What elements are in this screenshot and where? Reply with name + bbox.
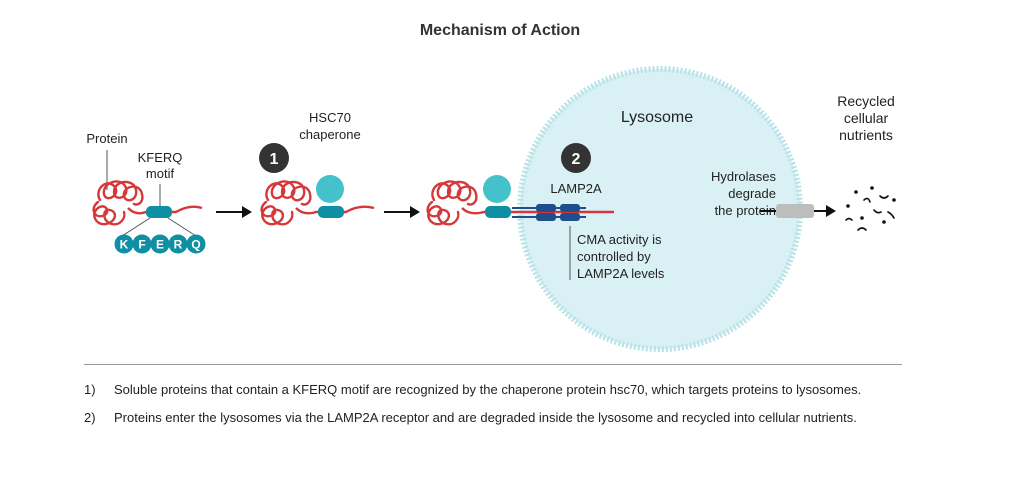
- hsc70-chaperone-3: [483, 175, 511, 203]
- motif-letter-bg: [150, 234, 170, 254]
- kferq-label-line2: motif: [146, 166, 175, 181]
- recycled-label-line1: Recycled: [837, 93, 895, 109]
- motif-letter-k: K: [120, 238, 129, 252]
- kferq-motif-block-3: [485, 206, 511, 218]
- cma-note-line2: controlled by: [577, 249, 651, 264]
- protein-tail-3: [461, 207, 614, 215]
- mechanism-diagram: Lysosome Protein KFERQ motif K F E R Q 1…: [86, 66, 896, 352]
- hydrolases-label-line1: Hydrolases: [711, 169, 777, 184]
- hydrolase-arrow: [760, 204, 836, 218]
- lamp2a-receptor: [536, 204, 556, 212]
- note-text: Proteins enter the lysosomes via the LAM…: [114, 410, 857, 425]
- motif-letter-bg: [168, 234, 188, 254]
- motif-expand-line-left: [121, 217, 151, 237]
- protein-coil-1: [92, 180, 144, 226]
- hydrolases-label-line3: the protein: [715, 203, 776, 218]
- notes-list: 1) Soluble proteins that contain a KFERQ…: [84, 380, 904, 436]
- note-item: 1) Soluble proteins that contain a KFERQ…: [84, 380, 904, 400]
- motif-letter-q: Q: [191, 238, 200, 252]
- motif-letters: K F E R Q: [114, 234, 206, 254]
- kferq-motif-block-1: [146, 206, 172, 218]
- hydrolases-label-line2: degrade: [728, 186, 776, 201]
- protein-coil-2: [260, 180, 312, 226]
- hsc70-chaperone-2: [316, 175, 344, 203]
- note-number: 2): [84, 410, 96, 425]
- note-text: Soluble proteins that contain a KFERQ mo…: [114, 382, 862, 397]
- recycled-label-line2: cellular: [844, 110, 889, 126]
- hsc70-label-line2: chaperone: [299, 127, 360, 142]
- lamp2a-receptor: [560, 204, 580, 212]
- motif-letter-bg: [114, 234, 134, 254]
- lysosome-label: Lysosome: [621, 109, 693, 126]
- step-2-badge: [561, 143, 591, 173]
- recycled-fragments: [845, 186, 896, 231]
- step-1-badge: [259, 143, 289, 173]
- protein-label: Protein: [86, 131, 127, 146]
- motif-letter-bg: [186, 234, 206, 254]
- motif-letter-bg: [132, 234, 152, 254]
- divider: [84, 364, 902, 365]
- motif-letter-e: E: [156, 238, 164, 252]
- note-number: 1): [84, 382, 96, 397]
- protein-coil-3: [426, 180, 478, 226]
- motif-letter-f: F: [138, 238, 145, 252]
- arrow-2: [384, 206, 420, 218]
- step-1-number: 1: [270, 151, 279, 168]
- cma-note-line1: CMA activity is: [577, 232, 662, 247]
- motif-expand-line-right: [167, 217, 197, 237]
- note-item: 2) Proteins enter the lysosomes via the …: [84, 408, 904, 428]
- lamp2a-receptor: [560, 213, 580, 221]
- arrow-1: [216, 206, 252, 218]
- recycled-label-line3: nutrients: [839, 127, 893, 143]
- lamp2a-label: LAMP2A: [550, 181, 602, 196]
- kferq-motif-block-2: [318, 206, 344, 218]
- cma-note-line3: LAMP2A levels: [577, 266, 665, 281]
- hydrolase-block: [776, 204, 814, 218]
- diagram-title: Mechanism of Action: [419, 22, 581, 39]
- motif-letter-r: R: [174, 238, 183, 252]
- hsc70-label-line1: HSC70: [309, 110, 351, 125]
- lamp2a-receptor: [536, 213, 556, 221]
- kferq-label-line1: KFERQ: [138, 150, 183, 165]
- step-2-number: 2: [572, 151, 581, 168]
